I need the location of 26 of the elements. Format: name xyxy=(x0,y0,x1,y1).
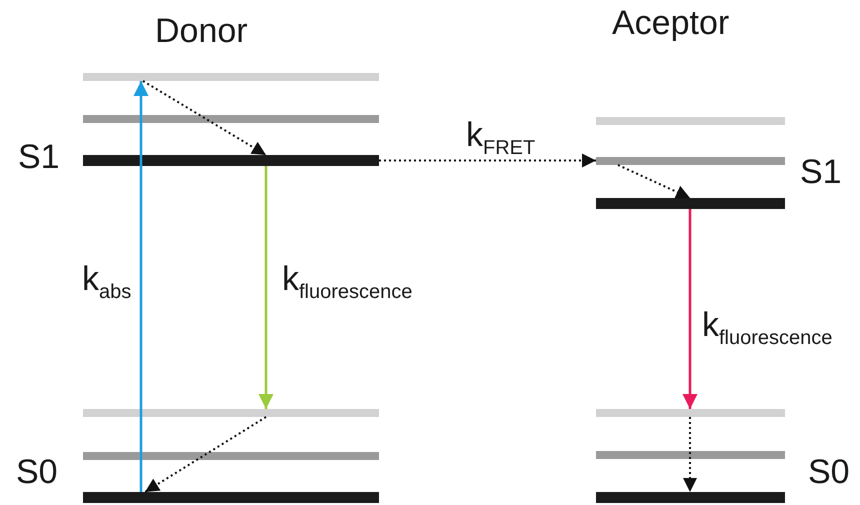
energy-level-bar xyxy=(596,198,785,209)
energy-level-bar xyxy=(83,155,379,166)
energy-level-bar xyxy=(83,452,379,460)
state-label: S1 xyxy=(800,155,842,189)
energy-level-bar xyxy=(83,115,379,123)
energy-level-bar xyxy=(596,157,785,165)
dotted-arrow xyxy=(142,80,267,156)
dotted-arrow xyxy=(618,164,690,199)
arrow xyxy=(134,81,148,492)
state-label: S1 xyxy=(18,140,60,174)
dotted-arrow xyxy=(683,417,697,492)
energy-level-bar xyxy=(83,409,379,417)
column-heading: Aceptor xyxy=(612,6,730,40)
energy-level-bar xyxy=(596,492,785,503)
dotted-arrow xyxy=(379,154,596,168)
energy-level-bar xyxy=(596,451,785,459)
arrow xyxy=(682,209,698,409)
energy-level-bar xyxy=(596,117,785,125)
column-heading: Donor xyxy=(155,14,248,48)
arrow xyxy=(258,166,274,409)
energy-level-bar xyxy=(83,73,379,81)
dotted-arrow xyxy=(144,416,267,493)
state-label: S0 xyxy=(16,455,58,489)
energy-level-bar xyxy=(83,492,379,503)
state-label: S0 xyxy=(808,455,850,489)
energy-level-bar xyxy=(596,409,785,417)
